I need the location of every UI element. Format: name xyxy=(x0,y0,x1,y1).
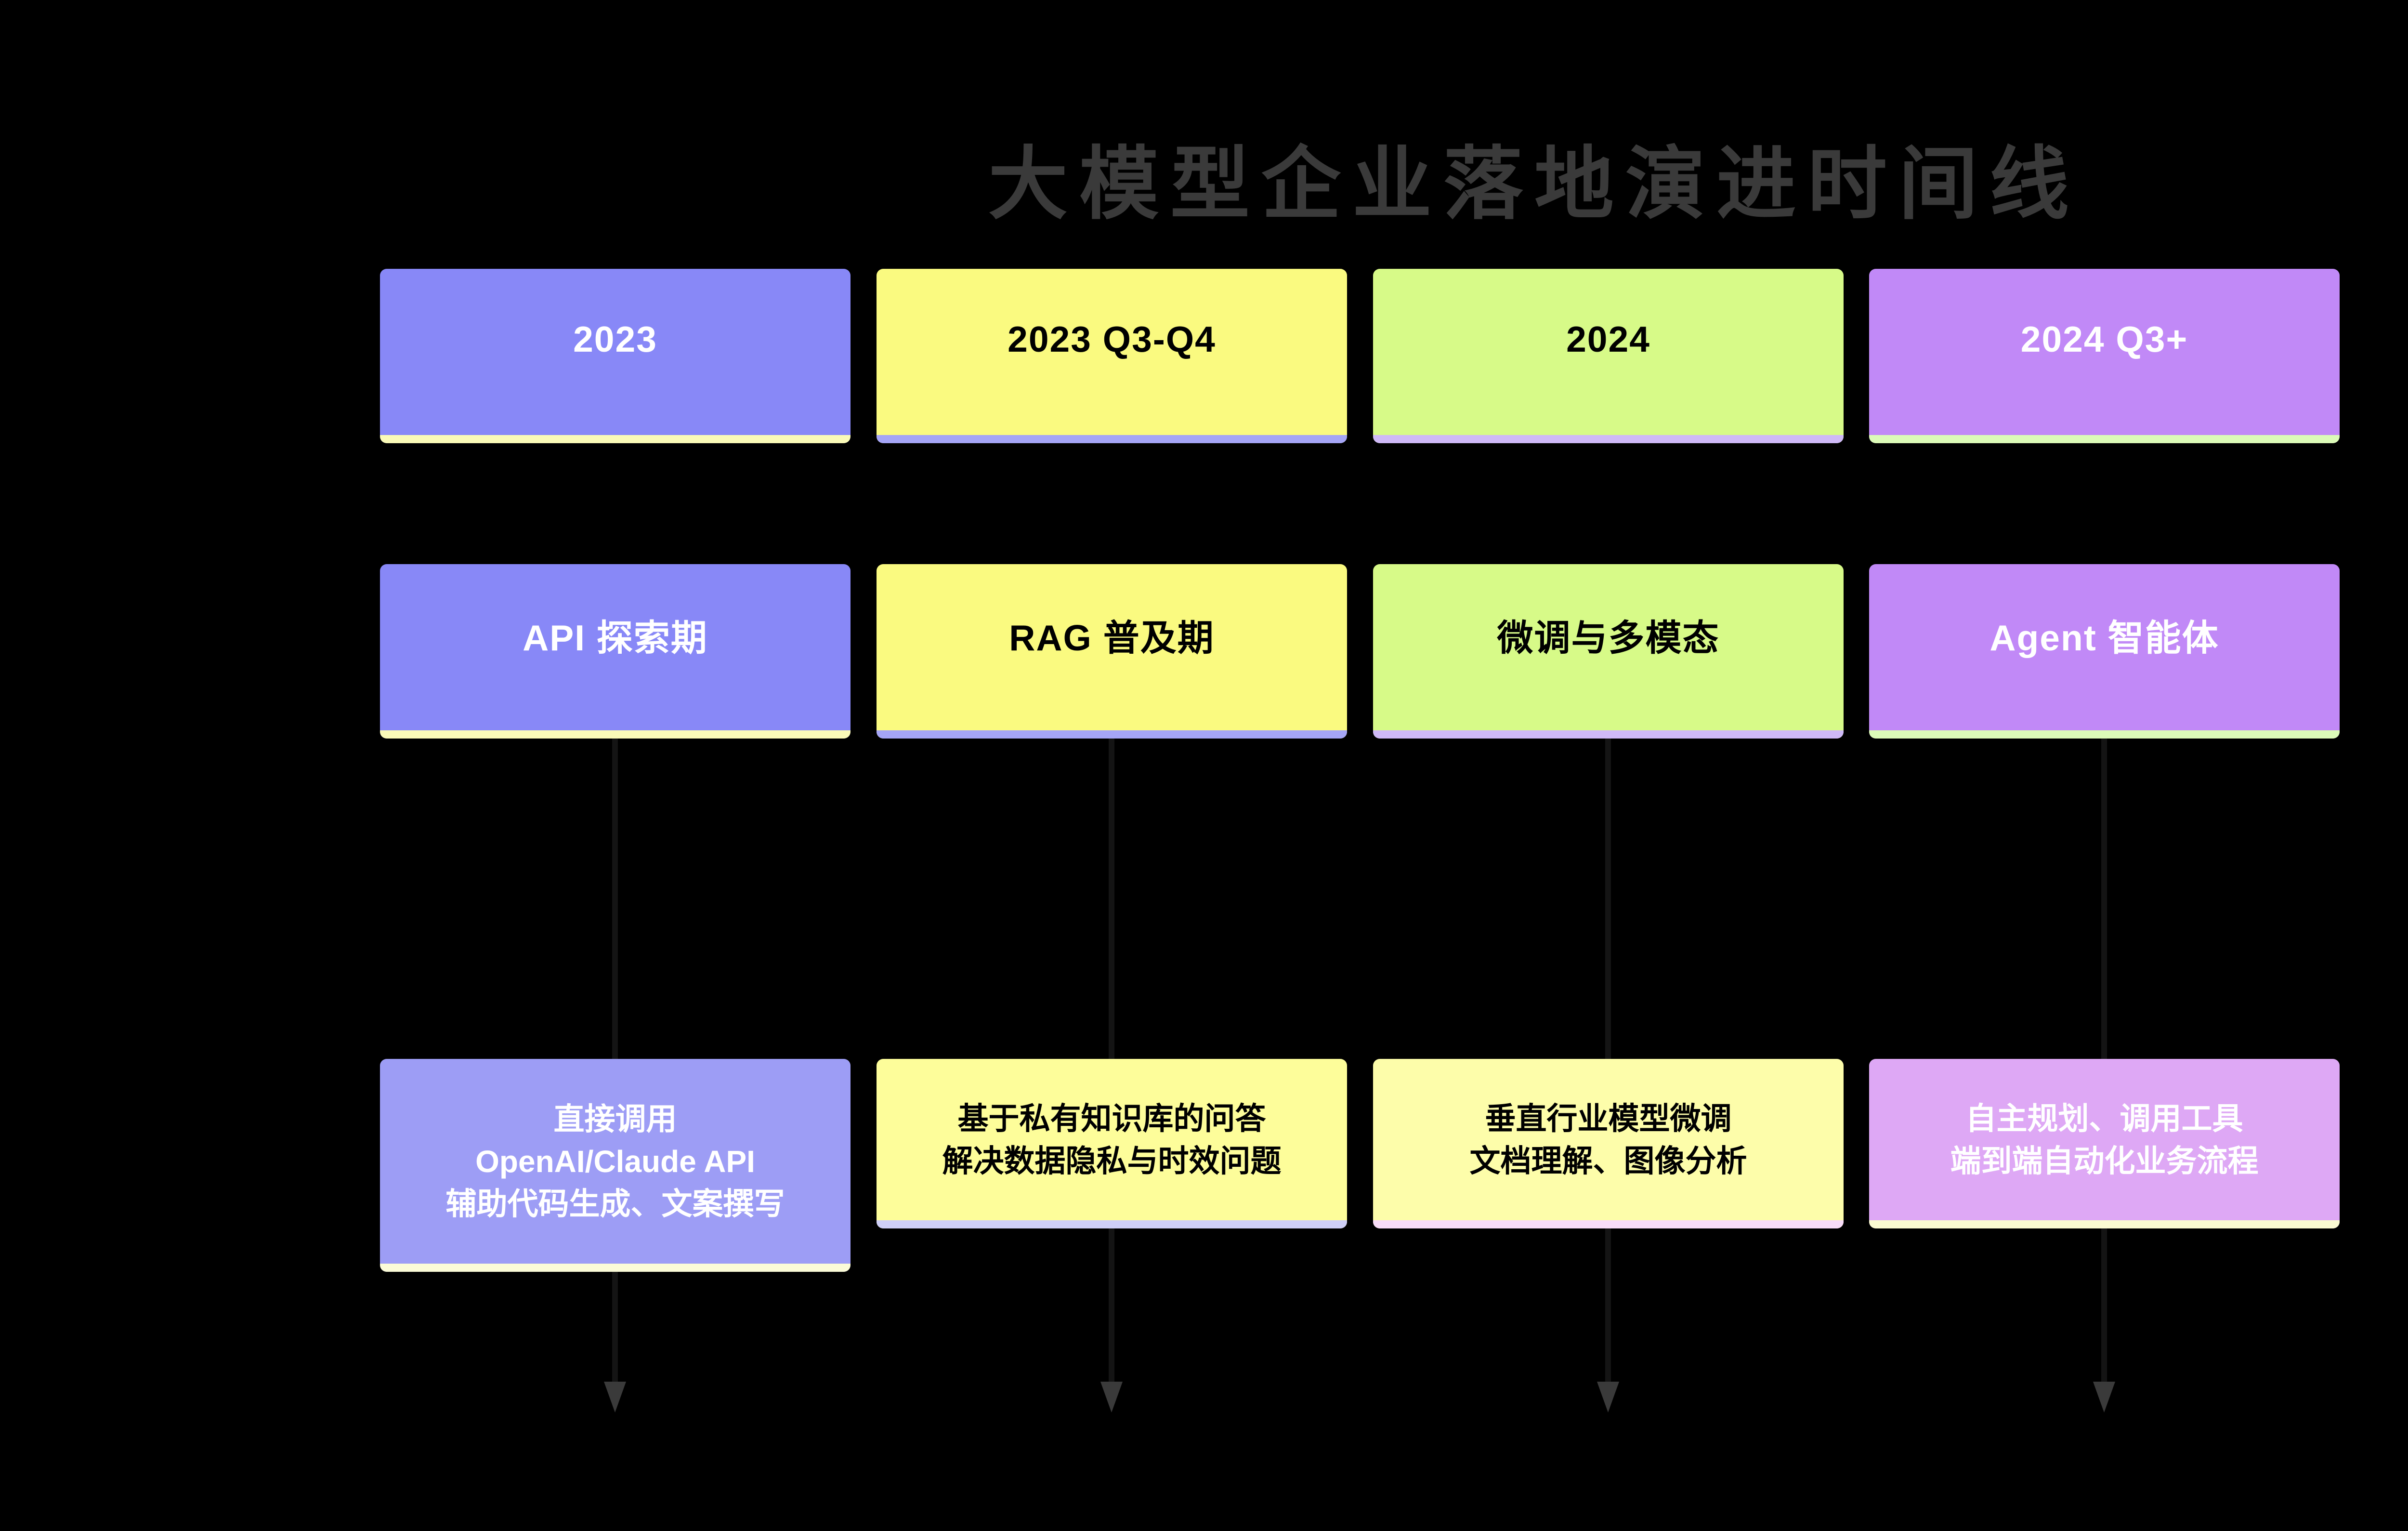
period-label: 2023 xyxy=(573,319,657,359)
period-label: 2024 xyxy=(1566,319,1650,359)
phase-shadow-strip xyxy=(877,730,1347,739)
diagram-title: 大模型企业落地演进时间线 xyxy=(988,140,2081,228)
period-shadow-strip xyxy=(1869,435,2340,443)
period-box-col2: 2023 Q3-Q4 xyxy=(877,269,1347,443)
event-shadow-strip xyxy=(1373,1220,1844,1228)
event-text: 自主规划、调用工具 端到端自动化业务流程 xyxy=(1950,1101,2259,1178)
period-shadow-strip xyxy=(877,435,1347,443)
period-label: 2023 Q3-Q4 xyxy=(1008,319,1216,359)
period-shadow-strip xyxy=(380,435,851,443)
event-text: 直接调用 OpenAI/Claude API 辅助代码生成、文案撰写 xyxy=(445,1101,785,1221)
down-arrow-icon xyxy=(1597,1382,1619,1412)
phase-label: RAG 普及期 xyxy=(1009,617,1215,658)
phase-shadow-strip xyxy=(1869,730,2340,739)
period-label: 2024 Q3+ xyxy=(2020,319,2188,359)
event-box-col4: 自主规划、调用工具 端到端自动化业务流程 xyxy=(1869,1059,2340,1228)
down-arrow-icon xyxy=(1100,1382,1123,1412)
event-box-col1: 直接调用 OpenAI/Claude API 辅助代码生成、文案撰写 xyxy=(380,1059,851,1272)
event-shadow-strip xyxy=(1869,1220,2340,1228)
phase-box-col1: API 探索期 xyxy=(380,564,851,739)
event-box-col3: 垂直行业模型微调 文档理解、图像分析 xyxy=(1373,1059,1844,1228)
period-shadow-strip xyxy=(1373,435,1844,443)
phase-shadow-strip xyxy=(1373,730,1844,739)
phase-box-col2: RAG 普及期 xyxy=(877,564,1347,739)
phase-label: Agent 智能体 xyxy=(1989,617,2219,658)
event-text: 基于私有知识库的问答 解决数据隐私与时效问题 xyxy=(942,1101,1282,1178)
period-box-col4: 2024 Q3+ xyxy=(1869,269,2340,443)
event-box-col2: 基于私有知识库的问答 解决数据隐私与时效问题 xyxy=(877,1059,1347,1228)
phase-box-col3: 微调与多模态 xyxy=(1373,564,1844,739)
phase-box-col4: Agent 智能体 xyxy=(1869,564,2340,739)
period-box-col3: 2024 xyxy=(1373,269,1844,443)
event-shadow-strip xyxy=(877,1220,1347,1228)
event-shadow-strip xyxy=(380,1264,851,1272)
down-arrow-icon xyxy=(604,1382,626,1412)
phase-label: 微调与多模态 xyxy=(1497,617,1720,658)
phase-label: API 探索期 xyxy=(523,617,708,658)
period-box-col1: 2023 xyxy=(380,269,851,443)
event-text: 垂直行业模型微调 文档理解、图像分析 xyxy=(1469,1101,1747,1178)
phase-shadow-strip xyxy=(380,730,851,739)
down-arrow-icon xyxy=(2093,1382,2115,1412)
